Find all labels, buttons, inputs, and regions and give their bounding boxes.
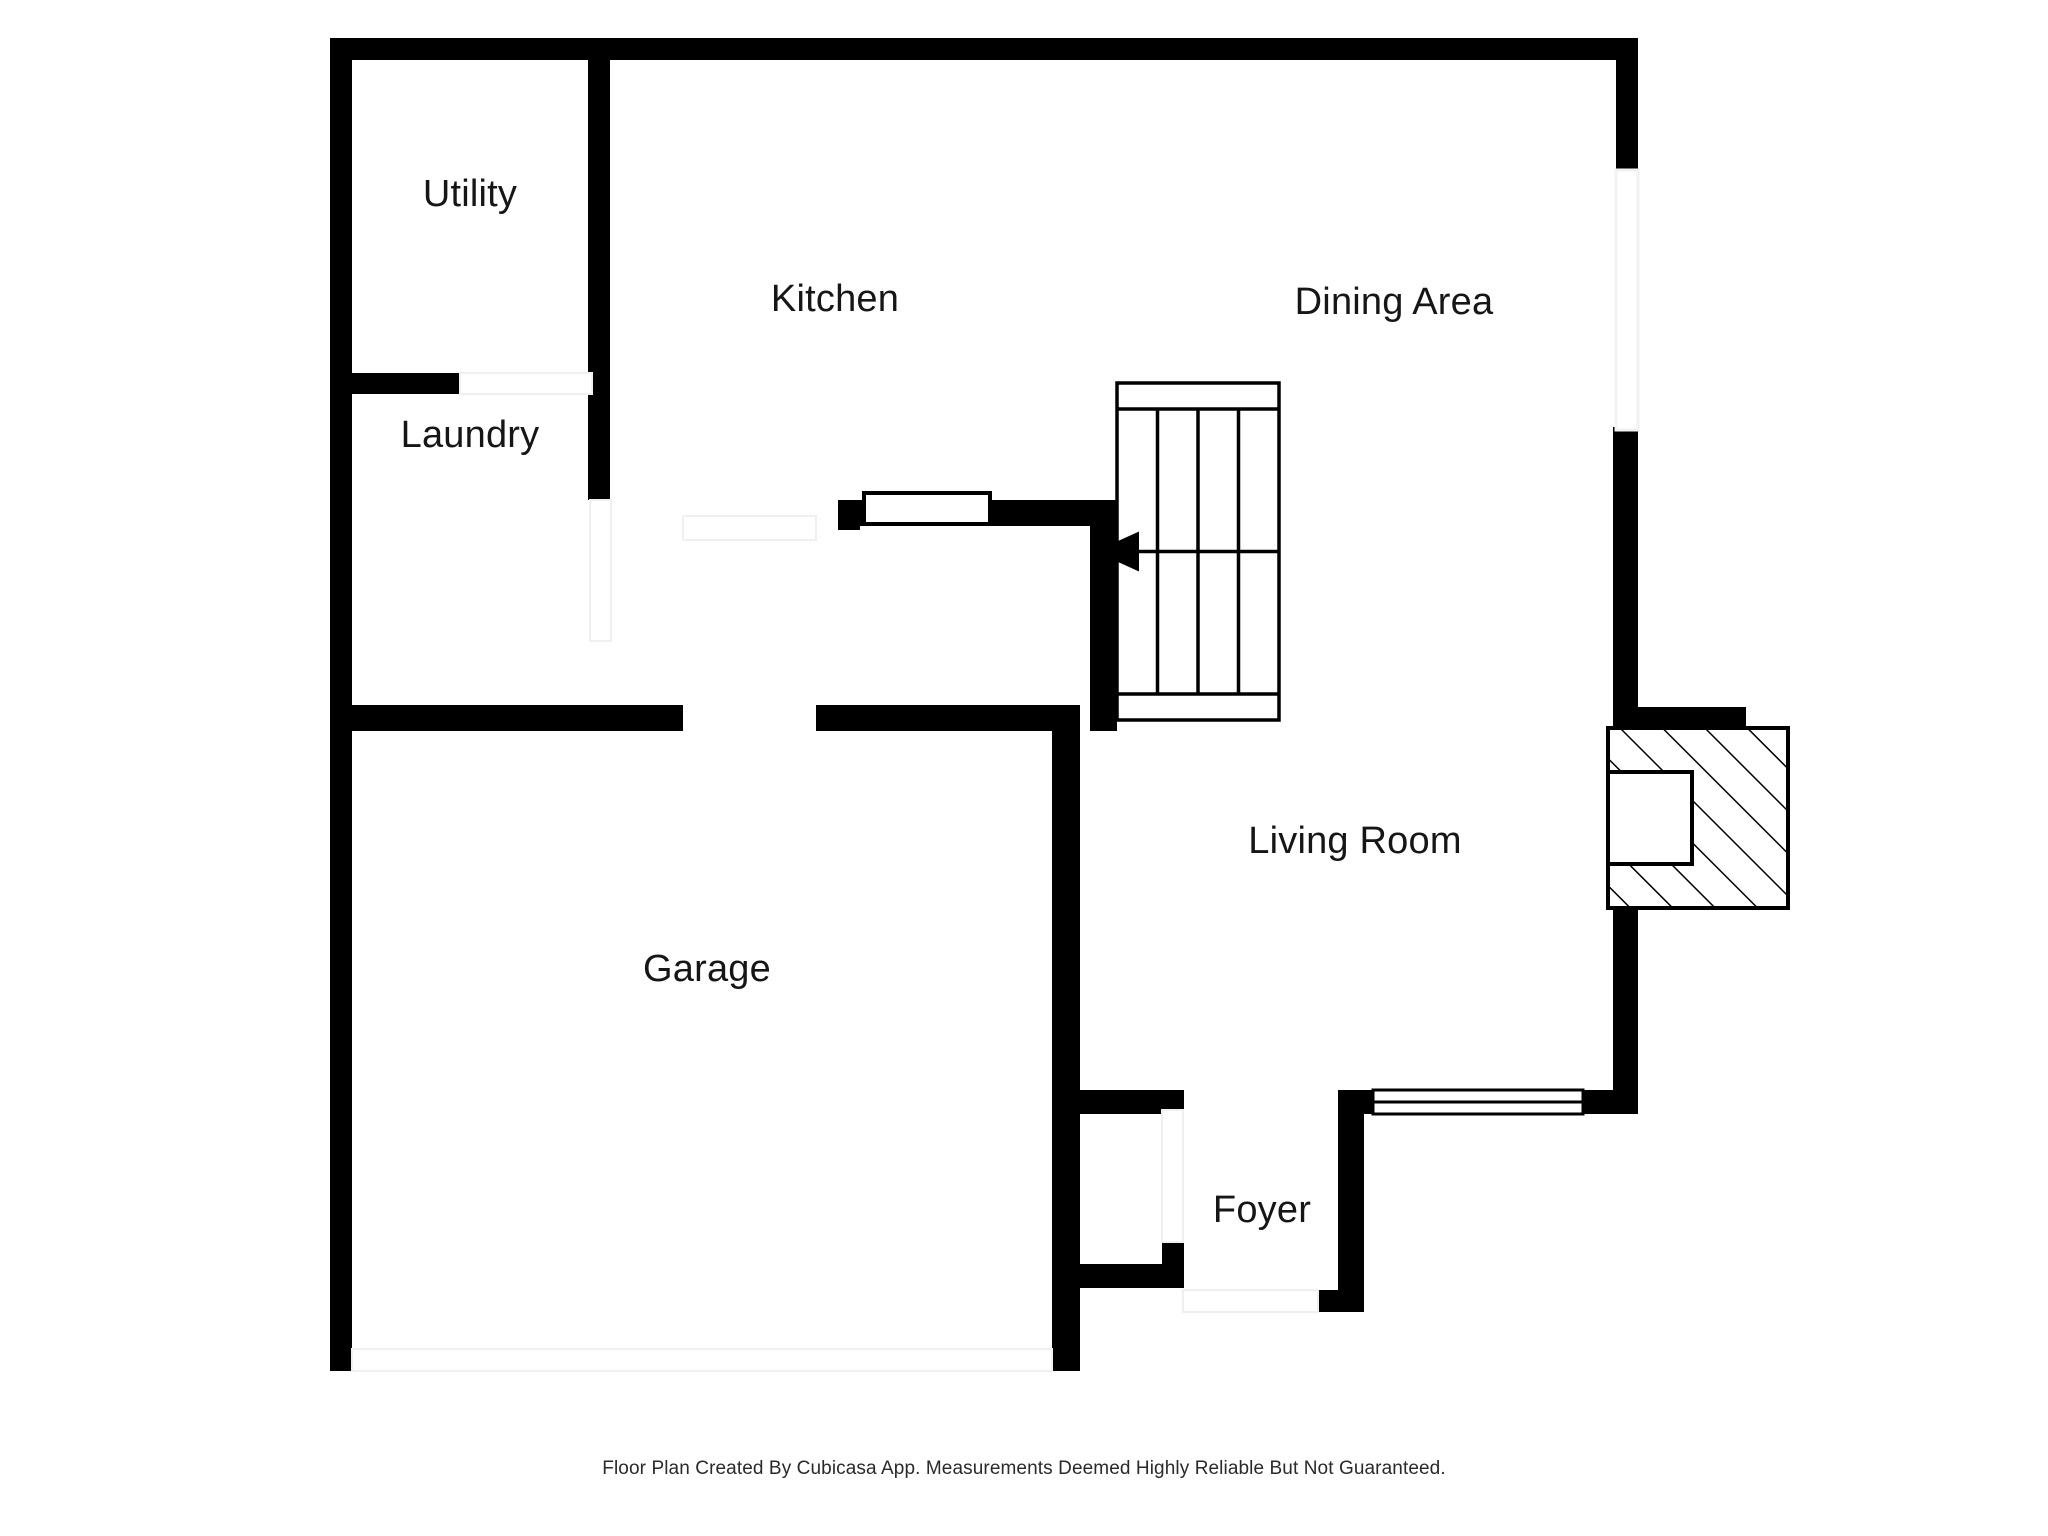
foyer-closet-door xyxy=(1161,1109,1184,1243)
dining-window xyxy=(1614,168,1640,432)
utility-laundry-wall xyxy=(330,373,460,394)
foyer-right-wall xyxy=(1338,1090,1364,1312)
utility-door xyxy=(459,372,593,395)
exterior-wall-right-lower xyxy=(1613,885,1638,1105)
garage-entry-door xyxy=(682,515,817,541)
room-label-dining-area: Dining Area xyxy=(1295,281,1494,323)
room-label-laundry: Laundry xyxy=(401,414,540,456)
exterior-wall-right-upper xyxy=(1616,38,1638,172)
stair-enclosure-left xyxy=(838,500,860,530)
laundry-door xyxy=(589,499,612,642)
kitchen-garage-wall-left xyxy=(330,705,683,731)
kitchen-counter xyxy=(862,491,992,526)
fixtures-group xyxy=(862,381,1790,910)
front-door xyxy=(1182,1289,1319,1313)
room-label-living-room: Living Room xyxy=(1248,820,1461,862)
utility-right-wall xyxy=(588,38,610,394)
exterior-wall-right-mid xyxy=(1613,427,1638,731)
plan-caption: Floor Plan Created By Cubicasa App. Meas… xyxy=(602,1458,1446,1479)
closet-bottom-wall xyxy=(1052,1264,1184,1288)
walls-group xyxy=(330,38,1746,1371)
stair-enclosure-right xyxy=(1090,500,1117,731)
stair-direction-arrow-icon xyxy=(1095,531,1139,572)
kitchen-garage-wall-right xyxy=(816,705,1080,731)
room-label-utility: Utility xyxy=(423,173,517,215)
fireplace-firebox xyxy=(1606,770,1694,866)
laundry-right-wall xyxy=(588,373,610,500)
room-label-garage: Garage xyxy=(643,948,771,990)
exterior-wall-top xyxy=(330,38,1638,60)
garage-right-wall xyxy=(1052,705,1080,1371)
room-label-kitchen: Kitchen xyxy=(771,278,899,320)
garage-door xyxy=(351,1348,1053,1372)
windows-group xyxy=(1371,168,1640,1116)
room-label-foyer: Foyer xyxy=(1213,1189,1311,1231)
exterior-wall-left xyxy=(330,38,352,1371)
openings-group xyxy=(351,372,1319,1372)
